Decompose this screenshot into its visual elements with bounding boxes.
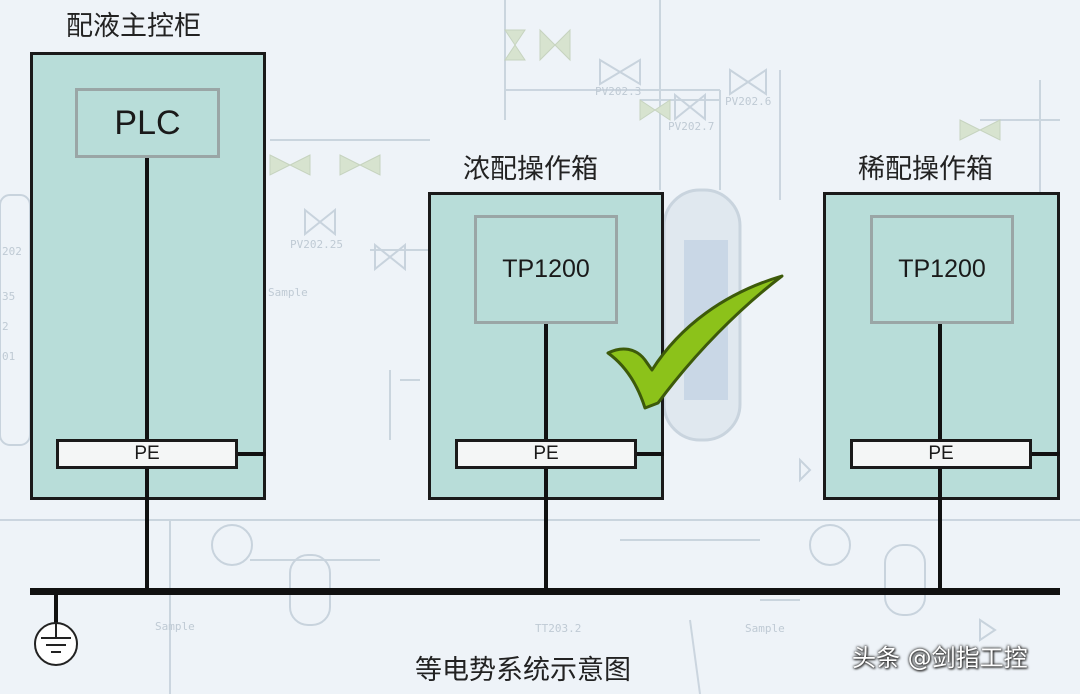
svg-text:Sample: Sample (268, 286, 308, 299)
cabinet-title-main-control: 配液主控柜 (66, 11, 201, 42)
wire-hmi-pe-concentrate (544, 324, 548, 440)
svg-text:202: 202 (2, 245, 22, 258)
svg-text:TT203.2: TT203.2 (535, 622, 581, 635)
svg-text:2: 2 (2, 320, 9, 333)
cabinet-title-dilute: 稀配操作箱 (858, 154, 993, 185)
ground-symbol-icon (34, 622, 78, 666)
pe-connector-main-control (238, 452, 266, 456)
pe-connector-dilute (1032, 452, 1060, 456)
drop-dilute (938, 469, 942, 591)
ground-drop (54, 595, 58, 625)
wire-hmi-pe-dilute (938, 324, 942, 440)
wire-plc-pe (145, 158, 149, 440)
pe-bar-dilute: PE (850, 439, 1032, 469)
svg-text:PV202.25: PV202.25 (290, 238, 343, 251)
equipotential-bus (30, 588, 1060, 595)
svg-text:Sample: Sample (155, 620, 195, 633)
drop-main-control (145, 469, 149, 591)
svg-text:PV202.7: PV202.7 (668, 120, 714, 133)
drop-concentrate (544, 469, 548, 591)
checkmark-icon (606, 274, 784, 410)
plc-device: PLC (75, 88, 220, 158)
svg-text:35: 35 (2, 290, 15, 303)
svg-text:01: 01 (2, 350, 15, 363)
cabinet-title-concentrate: 浓配操作箱 (463, 154, 598, 185)
hmi-tp1200-concentrate: TP1200 (474, 215, 618, 324)
watermark-text: 头条 @剑指工控 (852, 644, 1028, 672)
svg-text:PV202.6: PV202.6 (725, 95, 771, 108)
pe-bar-concentrate: PE (455, 439, 637, 469)
pe-bar-main-control: PE (56, 439, 238, 469)
svg-text:Sample: Sample (745, 622, 785, 635)
svg-text:PV202.3: PV202.3 (595, 85, 641, 98)
pe-connector-concentrate (637, 452, 664, 456)
hmi-tp1200-dilute: TP1200 (870, 215, 1014, 324)
diagram-caption: 等电势系统示意图 (415, 655, 631, 686)
